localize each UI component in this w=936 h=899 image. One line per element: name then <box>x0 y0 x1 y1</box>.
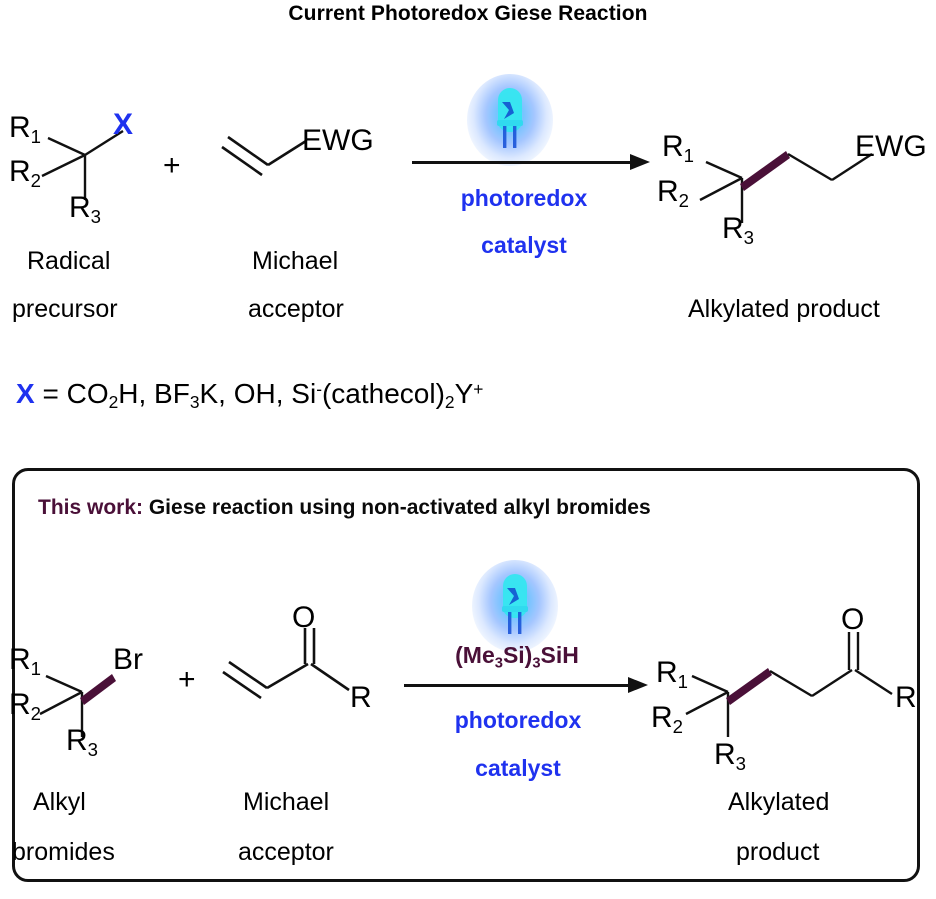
x-definition-line: X = CO2H, BF3K, OH, Si-(cathecol)2Y+ <box>16 378 484 413</box>
michael-acceptor-svg <box>221 135 307 177</box>
alkyl-bromide-r2-label: R2 <box>9 688 42 724</box>
x-definition-symbol: X <box>16 378 35 409</box>
vinyl-ketone-label-line1: Michael <box>243 788 330 816</box>
alkylated-product-label: Alkylated product <box>688 295 880 323</box>
vinyl-ketone-r-label: R <box>350 681 372 714</box>
bottom-reaction-arrow-head <box>628 677 648 693</box>
alkylated-ketone-product-svg <box>685 632 893 737</box>
alkylated-ketone-r-label: R <box>895 681 917 714</box>
michael-acceptor-ewg-label: EWG <box>302 124 374 157</box>
top-arrow-condition-line2: catalyst <box>481 232 567 258</box>
top-plus-sign: + <box>163 149 181 182</box>
alkylated-product-svg <box>699 151 873 223</box>
radical-precursor-r3-label: R3 <box>69 191 102 227</box>
alkyl-bromide-structure <box>0 632 220 772</box>
radical-precursor-label-line2: precursor <box>12 295 118 323</box>
led-lamp-icon <box>465 72 555 168</box>
alkylated-ketone-product-structure <box>640 600 930 770</box>
led-bulb-svg <box>497 88 523 148</box>
alkyl-bromide-leaving-group-label: Br <box>113 643 143 676</box>
page-title: Current Photoredox Giese Reaction <box>288 2 648 25</box>
radical-precursor-structure <box>0 100 200 240</box>
this-work-heading-rest: Giese reaction using non-activated alkyl… <box>143 496 651 519</box>
alkylated-ketone-label-line2: product <box>736 838 820 866</box>
michael-acceptor-label-line2: acceptor <box>248 295 344 323</box>
alkyl-bromide-label-line1: Alkyl <box>33 788 86 816</box>
bottom-arrow-reagent: (Me3Si)3SiH <box>455 642 579 672</box>
radical-precursor-r2-label: R2 <box>9 155 42 191</box>
alkylated-product-ewg-label: EWG <box>855 130 927 163</box>
top-reaction-arrow-head <box>630 154 650 170</box>
vinyl-ketone-svg <box>222 628 350 700</box>
led-lamp-icon-bottom <box>470 558 560 654</box>
alkyl-bromide-r1-label: R1 <box>9 643 42 679</box>
bottom-arrow-condition-line1: photoredox <box>454 707 582 733</box>
michael-acceptor-label-line1: Michael <box>252 247 339 275</box>
alkylated-product-r2-label: R2 <box>657 175 690 211</box>
bottom-plus-sign: + <box>178 663 196 696</box>
alkyl-bromide-svg <box>39 674 116 737</box>
alkyl-bromide-r3-label: R3 <box>66 724 99 760</box>
vinyl-ketone-structure <box>215 600 395 730</box>
x-definition-eq: = CO <box>34 378 109 409</box>
alkylated-product-r1-label: R1 <box>662 130 695 166</box>
vinyl-ketone-label-line2: acceptor <box>238 838 334 866</box>
alkyl-bromide-label-line2: bromides <box>12 838 115 866</box>
bottom-arrow-condition-line2: catalyst <box>475 755 561 781</box>
vinyl-ketone-oxygen-label: O <box>292 601 316 634</box>
this-work-highlight: This work: <box>38 496 144 519</box>
bottom-reaction-arrow-line <box>404 684 632 687</box>
alkylated-ketone-r1-label: R1 <box>656 656 689 692</box>
alkylated-ketone-r2-label: R2 <box>651 701 684 737</box>
alkylated-ketone-r3-label: R3 <box>714 738 747 774</box>
alkylated-product-structure <box>650 120 936 260</box>
radical-precursor-svg <box>41 129 124 200</box>
alkylated-ketone-oxygen-label: O <box>841 603 865 636</box>
radical-precursor-label-line1: Radical <box>27 247 111 275</box>
led-bulb-svg-bottom <box>502 574 528 634</box>
top-reaction-arrow-line <box>412 161 634 164</box>
michael-acceptor-structure <box>220 125 380 205</box>
top-arrow-condition-line1: photoredox <box>460 185 588 211</box>
radical-precursor-r1-label: R1 <box>9 111 42 147</box>
radical-precursor-leaving-group-label: X <box>113 108 134 141</box>
alkylated-product-r3-label: R3 <box>722 212 755 248</box>
this-work-heading: This work: Giese reaction using non-acti… <box>38 496 651 520</box>
alkylated-ketone-label-line1: Alkylated <box>728 788 830 816</box>
